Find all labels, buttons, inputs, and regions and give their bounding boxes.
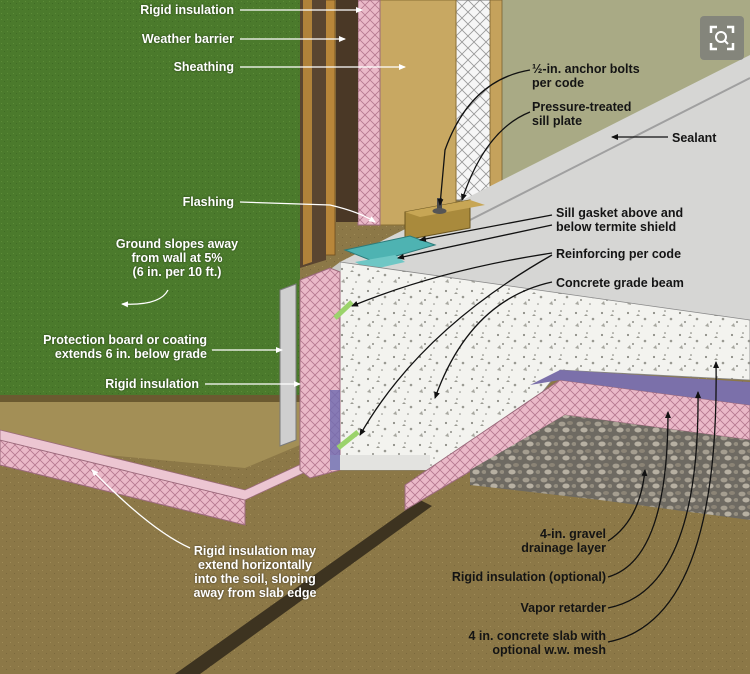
label-sill-gasket: Sill gasket above and below termite shie… (556, 206, 683, 234)
label-rigid-insulation-may-line2: extend horizontally (198, 558, 312, 572)
label-concrete-slab: 4 in. concrete slab with optional w.w. m… (468, 629, 606, 657)
label-weather-barrier: Weather barrier (141, 32, 234, 46)
label-concrete-slab-line1: 4 in. concrete slab with (468, 629, 606, 643)
label-rigid-insulation-optional: Rigid insulation (optional) (451, 570, 606, 584)
label-ground-slopes: Ground slopes away from wall at 5% (6 in… (72, 237, 282, 279)
label-flashing: Flashing (182, 195, 234, 209)
label-protection-board-line1: Protection board or coating (43, 333, 207, 347)
label-sill-plate: Pressure-treated sill plate (532, 100, 631, 128)
protection-board (279, 283, 297, 447)
label-ground-slopes-line3: (6 in. per 10 ft.) (132, 265, 222, 279)
rebar-top (333, 300, 354, 320)
label-sill-gasket-line2: below termite shield (556, 220, 677, 234)
slab-top (340, 55, 750, 320)
label-rigid-insulation-may-line3: into the soil, sloping (194, 572, 316, 586)
trench-shadow (175, 500, 432, 674)
label-rigid-insulation-may-line4: away from slab edge (193, 586, 317, 600)
label-anchor-bolts: ½-in. anchor bolts per code (532, 62, 640, 90)
label-protection-board: Protection board or coating extends 6 in… (43, 333, 207, 361)
label-rigid-insulation-mid: Rigid insulation (105, 377, 199, 391)
wall-insulation (454, 0, 496, 201)
expand-button[interactable] (700, 16, 744, 60)
interior-wall (500, 0, 750, 190)
label-concrete-slab-line2: optional w.w. mesh (492, 643, 606, 657)
label-ground-slopes-line2: from wall at 5% (131, 251, 223, 265)
label-sill-plate-line1: Pressure-treated (532, 100, 632, 114)
expand-icon (709, 25, 735, 51)
label-reinforcing: Reinforcing per code (556, 247, 682, 261)
label-gravel-layer-line2: drainage layer (521, 541, 606, 555)
grass-surface (0, 0, 300, 395)
gravel-layer (470, 415, 750, 520)
label-protection-board-line2: extends 6 in. below grade (54, 347, 207, 361)
wall-rigid-insulation (357, 0, 381, 226)
rebar-bottom (336, 430, 360, 450)
sheathing-layer (377, 0, 457, 226)
label-sill-gasket-line1: Sill gasket above and (556, 206, 684, 220)
label-rigid-insulation-top: Rigid insulation (140, 3, 234, 17)
label-gravel-layer: 4-in. gravel drainage layer (521, 527, 606, 555)
label-rigid-insulation-may-line1: Rigid insulation may (193, 544, 317, 558)
label-rigid-insulation-may: Rigid insulation may extend horizontally… (150, 544, 360, 600)
termite-shield (343, 235, 437, 263)
label-sheathing: Sheathing (173, 60, 234, 74)
label-anchor-bolts-line2: per code (532, 76, 585, 90)
weather-barrier (336, 0, 358, 222)
label-sealant: Sealant (672, 131, 717, 145)
label-gravel-layer-line1: 4-in. gravel (540, 527, 606, 541)
label-vapor-retarder: Vapor retarder (520, 601, 606, 615)
label-grade-beam: Concrete grade beam (556, 276, 684, 290)
label-sill-plate-line2: sill plate (532, 114, 583, 128)
label-anchor-bolts-line1: ½-in. anchor bolts (532, 62, 640, 76)
label-ground-slopes-line1: Ground slopes away (115, 237, 239, 251)
vapor-retarder (530, 370, 750, 405)
